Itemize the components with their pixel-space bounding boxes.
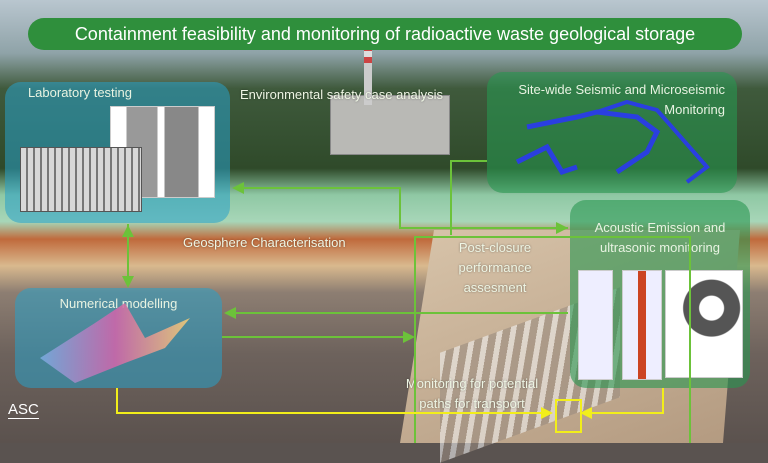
panel-acoustic-emission: Acoustic Emission and ultrasonic monitor… (570, 200, 750, 388)
facility-building (330, 95, 450, 155)
label-environmental-safety: Environmental safety case analysis (240, 87, 444, 102)
label-geosphere: Geosphere Characterisation (183, 235, 346, 250)
panel-title: Numerical modelling (59, 296, 178, 311)
panel-seismic-monitoring: Site-wide Seismic and Microseismic Monit… (487, 72, 737, 193)
main-title: Containment feasibility and monitoring o… (28, 18, 742, 50)
sample-cylinder-plot (578, 270, 613, 380)
label-post-closure: Post-closure performance assesment (458, 240, 532, 295)
panel-laboratory-testing: Laboratory testing (5, 82, 230, 223)
surface-model-plot (40, 303, 190, 383)
panel-title: Site-wide Seismic and Microseismic Monit… (518, 82, 725, 117)
connector-arrows (116, 160, 691, 443)
acquisition-hardware-image (20, 147, 142, 212)
panel-numerical-modelling: Numerical modelling (15, 288, 222, 388)
asc-logo: ASC (8, 401, 39, 419)
panel-title: Laboratory testing (27, 85, 133, 100)
chimney-stack (364, 45, 372, 105)
sample-cylinder-plot (622, 270, 662, 380)
seismic-network-plot (515, 99, 710, 184)
label-transport-paths: Monitoring for potential paths for trans… (405, 376, 539, 411)
ring-sample-plot (665, 270, 743, 378)
